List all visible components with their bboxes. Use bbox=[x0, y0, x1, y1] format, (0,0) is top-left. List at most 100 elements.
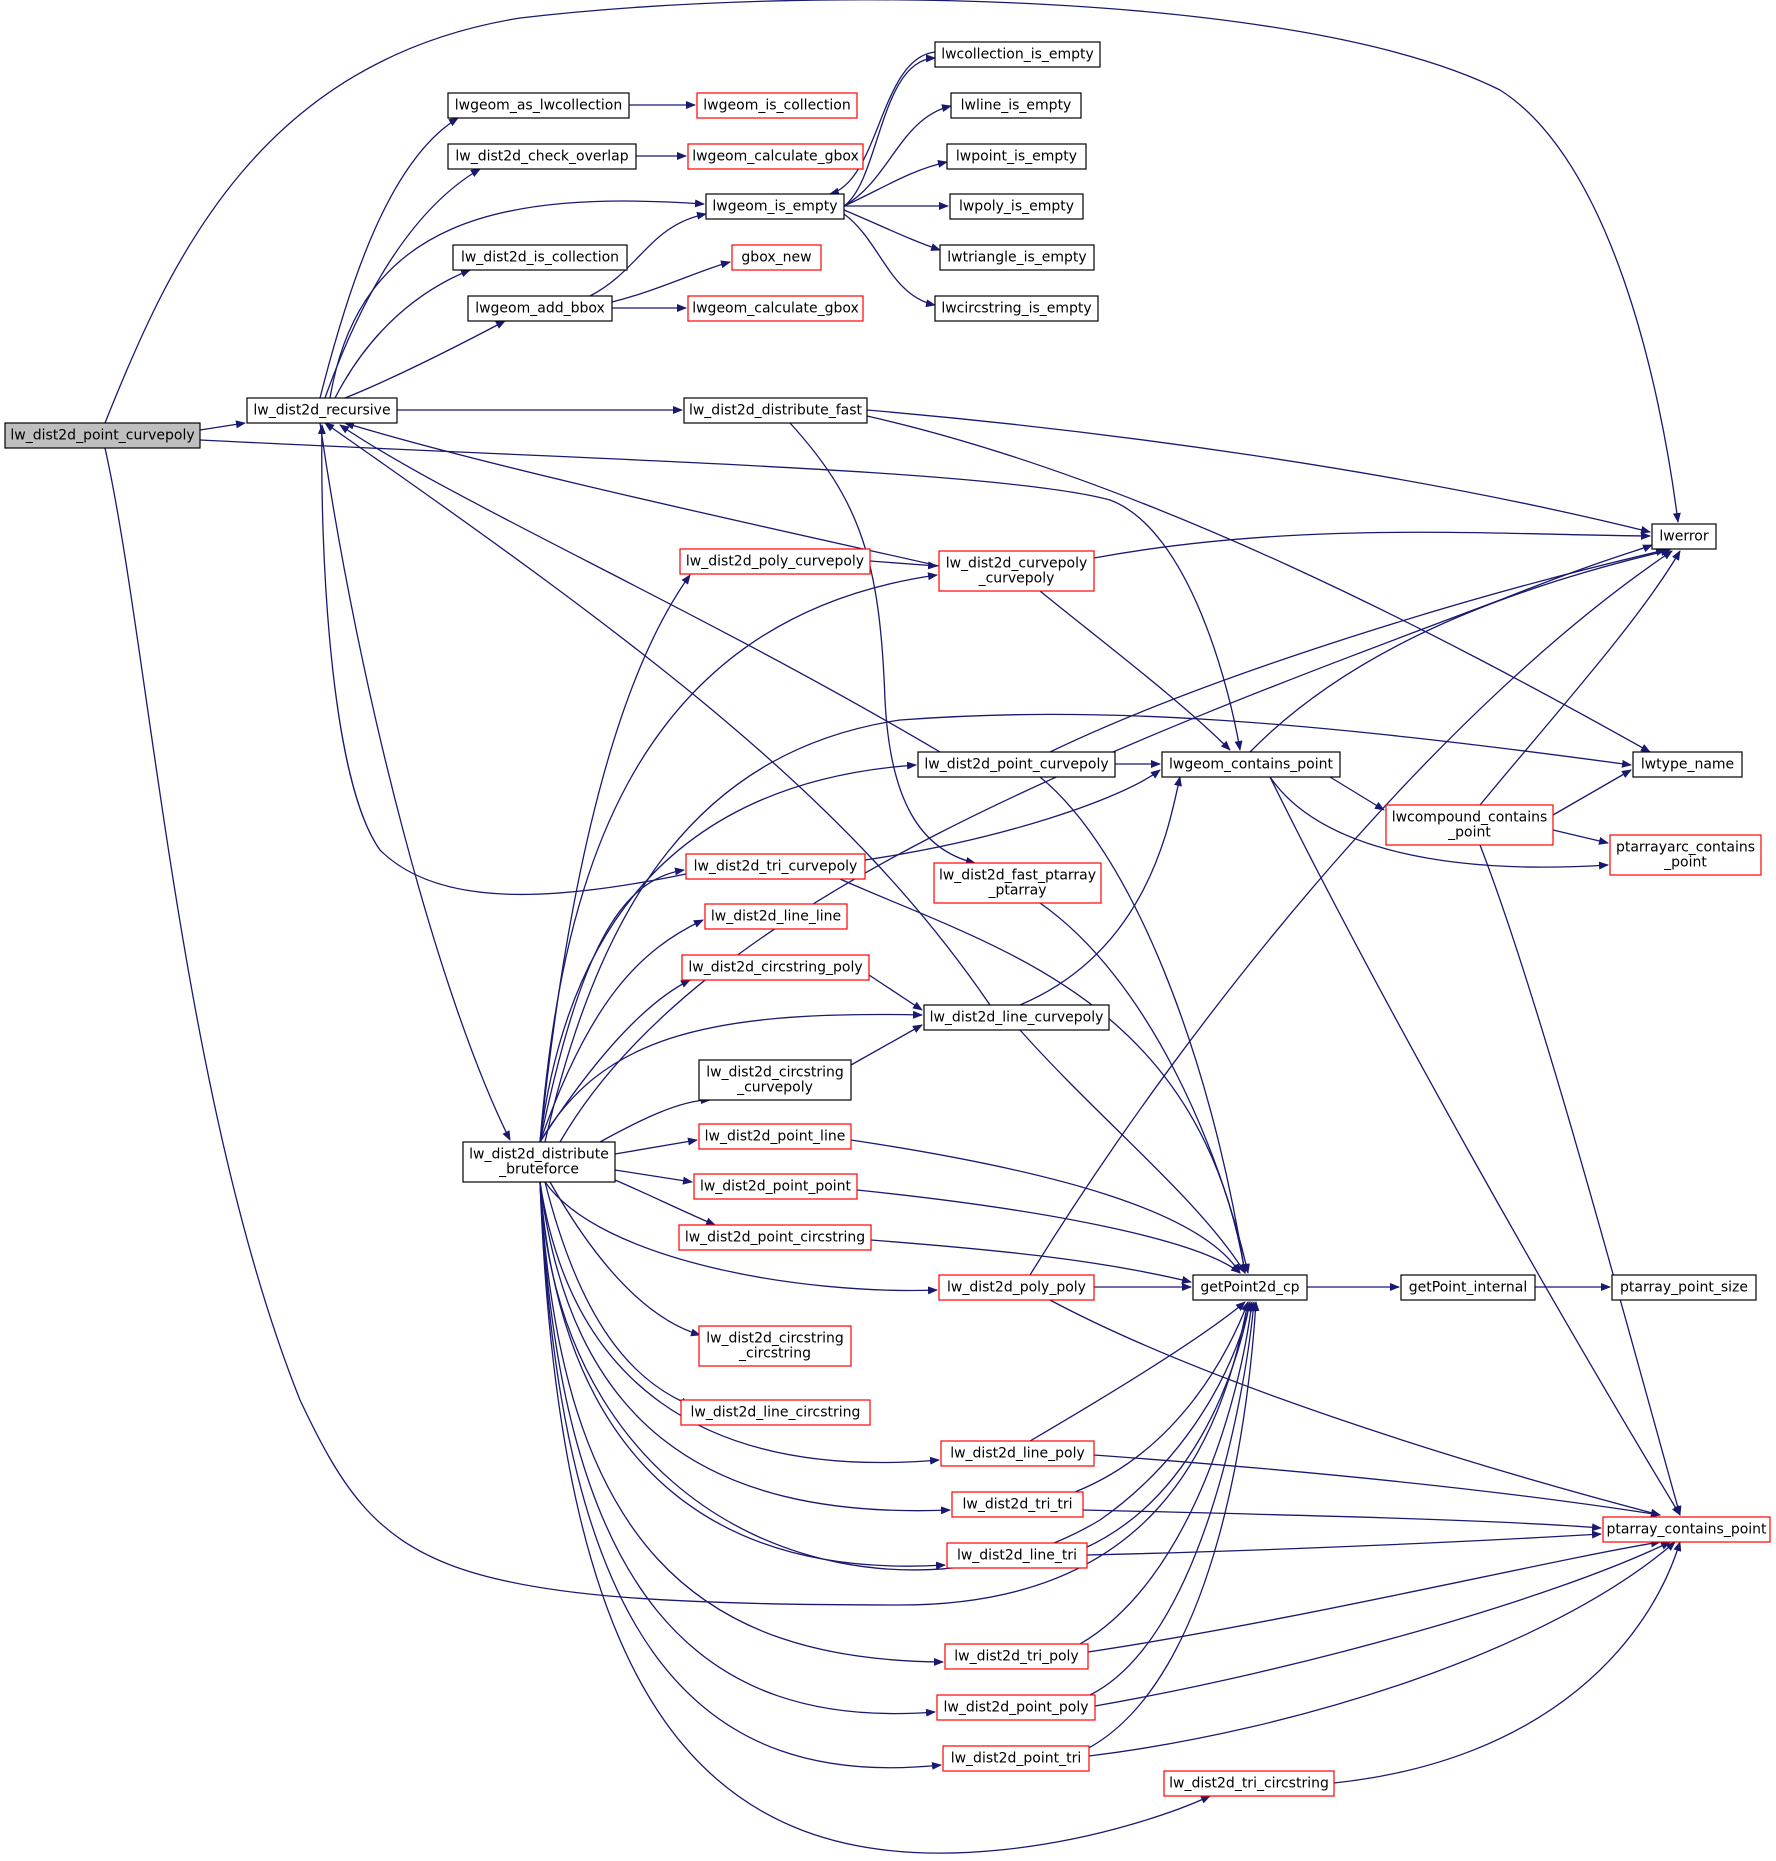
node-box bbox=[698, 1059, 852, 1101]
edge-pt_tri-to-pa_contains bbox=[1088, 1541, 1676, 1757]
node-box bbox=[1163, 1770, 1335, 1797]
node-box bbox=[1632, 751, 1743, 778]
graph-node-line-cpoly[interactable]: lw_dist2d_line_curvepoly bbox=[923, 1004, 1110, 1031]
node-label: lw_dist2d_line_poly bbox=[950, 1446, 1085, 1462]
edge-recursive-to-add_bbox bbox=[344, 320, 506, 399]
node-box bbox=[705, 193, 845, 220]
graph-node-recursive[interactable]: lw_dist2d_recursive bbox=[246, 397, 398, 424]
node-label: lwgeom_calculate_gbox bbox=[692, 301, 859, 317]
graph-node-add-bbox[interactable]: lwgeom_add_bbox bbox=[467, 295, 613, 322]
edge-brute-to-poly_cpoly bbox=[539, 574, 691, 1143]
node-label: lw_dist2d_distribute_fast bbox=[689, 403, 863, 419]
node-label: lw_dist2d_tri_tri bbox=[963, 1497, 1073, 1513]
graph-node-circ-poly[interactable]: lw_dist2d_circstring_poly bbox=[681, 954, 870, 981]
graph-node-pt-pt[interactable]: lw_dist2d_point_point bbox=[693, 1173, 858, 1200]
graph-node-poly-cpoly[interactable]: lw_dist2d_poly_curvepoly bbox=[679, 548, 871, 575]
graph-node-tri-empty[interactable]: lwtriangle_is_empty bbox=[939, 244, 1095, 271]
graph-node-circ-cpoly[interactable]: lw_dist2d_circstring_curvepoly bbox=[698, 1059, 852, 1101]
graph-node-pt-poly[interactable]: lw_dist2d_point_poly bbox=[936, 1694, 1096, 1721]
edge-tri_circ-to-pa_contains bbox=[1333, 1541, 1682, 1784]
graph-node-tri-circ[interactable]: lw_dist2d_tri_circstring bbox=[1163, 1770, 1335, 1797]
graph-node-contains[interactable]: lwgeom_contains_point bbox=[1161, 751, 1341, 778]
node-label: getPoint_internal bbox=[1409, 1280, 1527, 1296]
node-label: lw_dist2d_check_overlap bbox=[455, 149, 628, 165]
graph-node-getpt[interactable]: getPoint2d_cp bbox=[1192, 1274, 1308, 1301]
graph-node-line-circ[interactable]: lw_dist2d_line_circstring bbox=[680, 1399, 871, 1426]
graph-node-line-tri[interactable]: lw_dist2d_line_tri bbox=[946, 1542, 1088, 1569]
node-box bbox=[447, 143, 637, 170]
graph-node-tri-poly[interactable]: lw_dist2d_tri_poly bbox=[944, 1643, 1089, 1670]
node-label: lw_dist2d_circstring_poly bbox=[688, 960, 862, 976]
graph-node-point-empty[interactable]: lwpoint_is_empty bbox=[946, 143, 1087, 170]
graph-node-pt-tri[interactable]: lw_dist2d_point_tri bbox=[942, 1745, 1090, 1772]
edge-recursive-to-is_empty bbox=[329, 199, 705, 399]
edge-contains-to-ptarc bbox=[1269, 776, 1609, 870]
graph-node-is-coll[interactable]: lw_dist2d_is_collection bbox=[452, 244, 628, 271]
node-box bbox=[704, 903, 848, 930]
graph-node-line-poly[interactable]: lw_dist2d_line_poly bbox=[940, 1440, 1095, 1467]
node-label: lw_dist2d_tri_poly bbox=[954, 1649, 1078, 1665]
edge-pt_poly-to-getpt bbox=[1089, 1301, 1258, 1696]
edge-self-to-contains bbox=[199, 439, 1243, 751]
node-label: lwpoint_is_empty bbox=[956, 149, 1077, 165]
edge-add_bbox-to-is_empty bbox=[589, 211, 707, 297]
edge-brute-to-line_circ bbox=[544, 1181, 691, 1406]
graph-node-tri-tri[interactable]: lw_dist2d_tri_tri bbox=[951, 1491, 1084, 1518]
node-box bbox=[687, 143, 864, 170]
graph-node-pt-cpoly[interactable]: lw_dist2d_point_curvepoly bbox=[917, 751, 1116, 778]
graph-node-pt-line[interactable]: lw_dist2d_point_line bbox=[698, 1123, 852, 1150]
graph-node-calc-gbox1[interactable]: lwgeom_calculate_gbox bbox=[687, 143, 864, 170]
edge-contains-to-pa_contains bbox=[1269, 776, 1681, 1516]
node-label: lw_dist2d_fast_ptarray bbox=[939, 868, 1096, 884]
graph-node-calc-gbox2[interactable]: lwgeom_calculate_gbox bbox=[687, 295, 864, 322]
edge-pt_cpoly-to-lwerror bbox=[1049, 548, 1666, 753]
node-box bbox=[447, 92, 630, 119]
graph-node-is-collection-red[interactable]: lwgeom_is_collection bbox=[696, 92, 858, 119]
graph-node-poly-empty[interactable]: lwpoly_is_empty bbox=[949, 193, 1084, 220]
graph-node-getpt-int[interactable]: getPoint_internal bbox=[1400, 1274, 1536, 1301]
edge-circ_poly-to-line_cpoly bbox=[868, 974, 923, 1011]
graph-node-brute[interactable]: lw_dist2d_distribute_bruteforce bbox=[462, 1141, 616, 1183]
node-box bbox=[687, 295, 864, 322]
node-label: lw_dist2d_point_tri bbox=[951, 1751, 1082, 1767]
node-label: lwgeom_as_lwcollection bbox=[455, 98, 622, 114]
graph-node-ptarc[interactable]: ptarrayarc_contains_point bbox=[1609, 834, 1762, 876]
node-label: lw_dist2d_poly_curvepoly bbox=[686, 554, 864, 570]
node-box bbox=[1602, 1516, 1771, 1543]
node-label: _ptarray bbox=[987, 883, 1046, 899]
graph-node-coll-empty[interactable]: lwcollection_is_empty bbox=[934, 41, 1101, 68]
graph-node-pt-circ[interactable]: lw_dist2d_point_circstring bbox=[678, 1224, 872, 1251]
graph-node-as-coll[interactable]: lwgeom_as_lwcollection bbox=[447, 92, 630, 119]
node-layer: lw_dist2d_point_curvepoly lw_dist2d_recur… bbox=[4, 41, 1771, 1797]
graph-node-compound[interactable]: lwcompound_contains_point bbox=[1385, 804, 1554, 846]
graph-node-circ-circ[interactable]: lw_dist2d_circstring_circstring bbox=[698, 1325, 852, 1367]
edge-recursive-to-is_coll bbox=[334, 269, 471, 399]
graph-node-circ-empty[interactable]: lwcircstring_is_empty bbox=[934, 295, 1099, 322]
graph-node-poly-poly[interactable]: lw_dist2d_poly_poly bbox=[938, 1274, 1095, 1301]
graph-node-pa-contains[interactable]: ptarray_contains_point bbox=[1602, 1516, 1771, 1543]
edge-compound-to-ptarc bbox=[1552, 829, 1609, 845]
edge-brute-to-tri_tri bbox=[539, 1181, 951, 1515]
graph-node-line-line[interactable]: lw_dist2d_line_line bbox=[704, 903, 848, 930]
graph-node-lwerror[interactable]: lwerror bbox=[1651, 523, 1717, 550]
graph-node-is-empty[interactable]: lwgeom_is_empty bbox=[705, 193, 845, 220]
node-label: lwerror bbox=[1659, 529, 1708, 545]
edge-brute-to-tri_poly bbox=[539, 1181, 944, 1666]
node-label: lw_dist2d_is_collection bbox=[461, 250, 619, 266]
graph-node-lwtype[interactable]: lwtype_name bbox=[1632, 751, 1743, 778]
graph-node-self[interactable]: lw_dist2d_point_curvepoly bbox=[4, 422, 201, 449]
graph-node-line-empty[interactable]: lwline_is_empty bbox=[950, 92, 1082, 119]
graph-node-check-overlap[interactable]: lw_dist2d_check_overlap bbox=[447, 143, 637, 170]
graph-node-pt-size[interactable]: ptarray_point_size bbox=[1611, 1274, 1757, 1301]
node-label: _curvepoly bbox=[978, 571, 1055, 587]
graph-node-cpoly-cpoly[interactable]: lw_dist2d_curvepoly_curvepoly bbox=[938, 550, 1095, 592]
node-label: _circstring bbox=[738, 1346, 811, 1362]
graph-node-fast-pa[interactable]: lw_dist2d_fast_ptarray_ptarray bbox=[933, 862, 1102, 904]
edge-brute-to-cpoly_cpoly bbox=[539, 572, 938, 1143]
edge-tri_cpoly-to-getpt bbox=[839, 878, 1248, 1274]
graph-node-dist-fast[interactable]: lw_dist2d_distribute_fast bbox=[683, 397, 868, 424]
graph-node-tri-cpoly[interactable]: lw_dist2d_tri_curvepoly bbox=[685, 853, 866, 880]
node-label: lw_dist2d_tri_circstring bbox=[1169, 1776, 1329, 1792]
edge-self-to-recursive bbox=[199, 420, 246, 431]
graph-node-gbox-new[interactable]: gbox_new bbox=[731, 244, 822, 271]
